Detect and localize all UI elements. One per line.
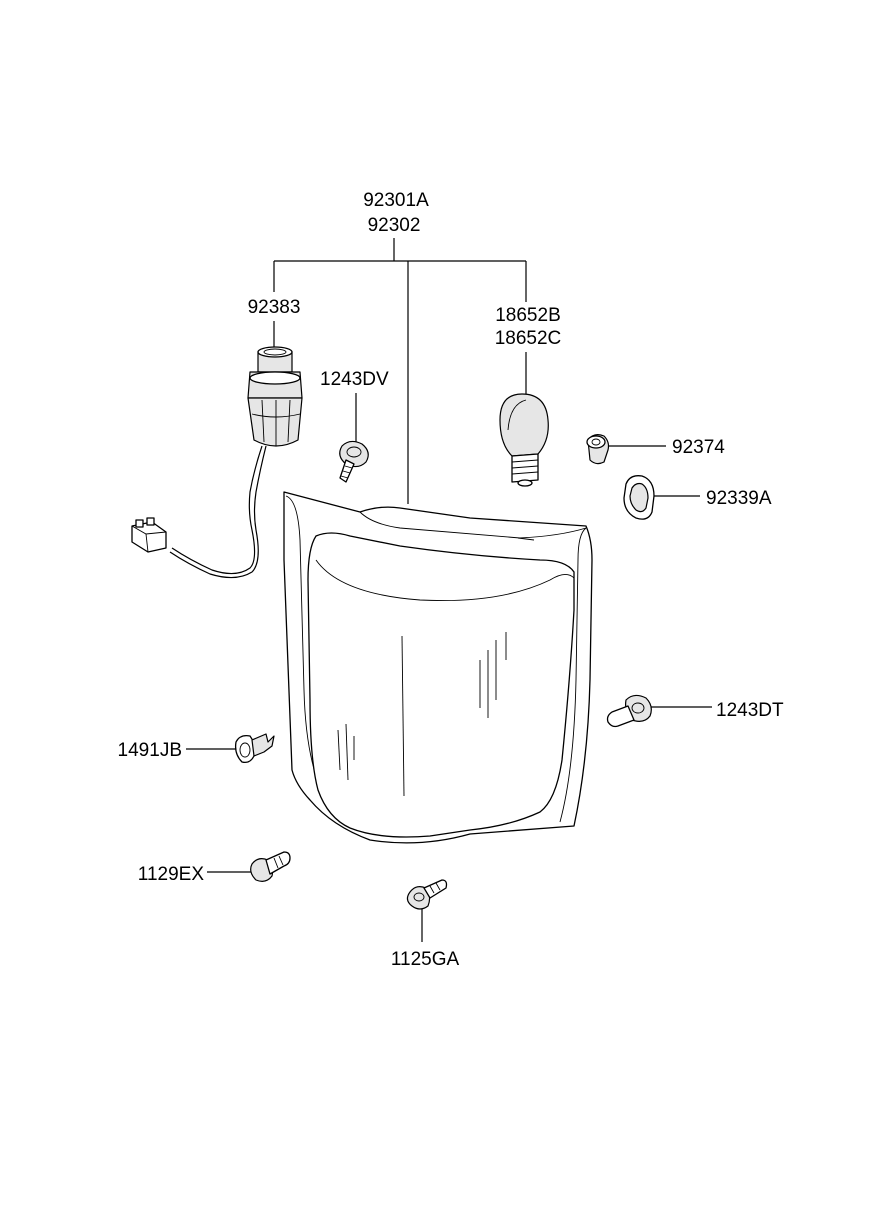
- label-screw-right: 1243DT: [716, 700, 784, 721]
- label-screw-top: 1243DV: [320, 369, 389, 390]
- label-bolt-left: 1129EX: [138, 864, 205, 885]
- screw-top: [339, 440, 369, 483]
- label-grommet-large: 92339A: [706, 488, 772, 509]
- socket-harness: [131, 346, 303, 579]
- label-bolt-bottom: 1125GA: [391, 949, 460, 970]
- bolt-left: [250, 851, 291, 882]
- label-assembly-left: 92301A: [363, 190, 429, 211]
- bolt-bottom: [406, 879, 448, 910]
- grommet-large: [623, 475, 655, 520]
- label-bulb-a: 18652B: [495, 305, 561, 326]
- grommet-small: [586, 434, 610, 465]
- clip: [234, 733, 275, 764]
- label-bulb-b: 18652C: [495, 328, 562, 349]
- leader-lines: [186, 238, 712, 942]
- screw-right: [606, 694, 652, 728]
- label-socket: 92383: [248, 297, 301, 318]
- lamp-housing: [283, 491, 593, 844]
- label-assembly-right: 92302: [368, 215, 421, 236]
- bulb: [499, 393, 549, 487]
- label-grommet-small: 92374: [672, 437, 725, 458]
- label-clip: 1491JB: [118, 740, 182, 761]
